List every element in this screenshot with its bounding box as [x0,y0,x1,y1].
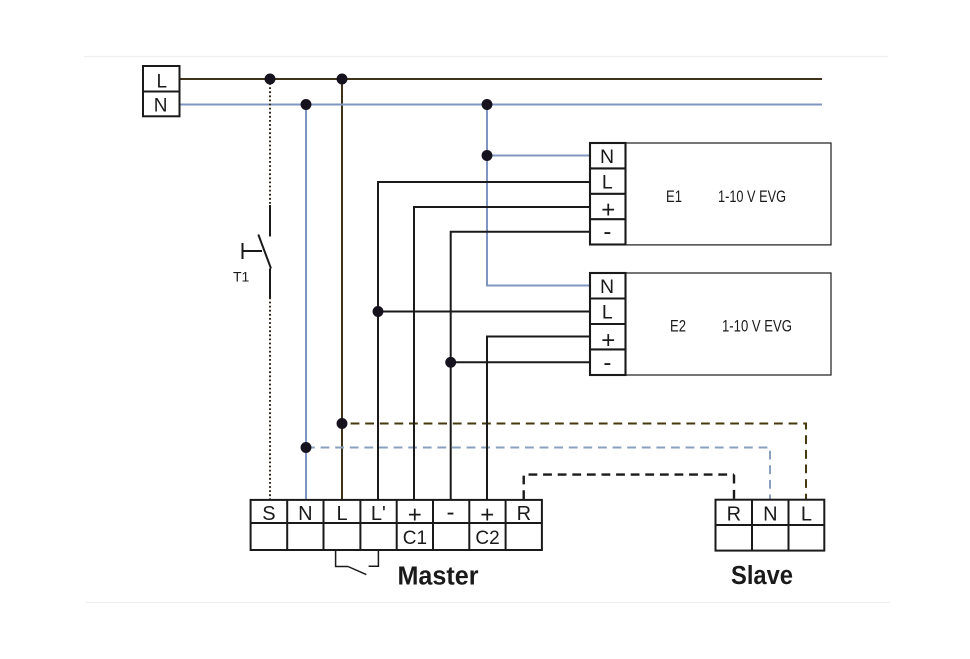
svg-text:Slave: Slave [731,562,793,590]
svg-text:S: S [262,503,275,525]
svg-text:+: + [408,502,422,529]
svg-text:L: L [336,503,347,525]
svg-text:C1: C1 [403,528,427,549]
svg-text:L': L' [371,503,386,525]
svg-text:-: - [603,349,611,376]
svg-text:T1: T1 [233,269,250,285]
svg-text:+: + [480,502,494,529]
svg-text:L: L [602,302,613,324]
svg-text:E1: E1 [666,188,682,206]
svg-text:+: + [601,197,615,224]
svg-text:N: N [600,276,614,298]
svg-text:Master: Master [398,563,479,591]
svg-text:-: - [447,499,455,526]
svg-text:E2: E2 [670,318,686,336]
svg-text:N: N [298,503,312,525]
svg-text:1-10 V EVG: 1-10 V EVG [718,188,786,206]
svg-text:L: L [157,71,168,92]
svg-text:L: L [602,172,613,194]
svg-text:N: N [154,96,168,117]
svg-text:N: N [600,146,614,168]
svg-text:R: R [727,504,741,526]
svg-text:N: N [763,504,777,526]
svg-text:-: - [603,219,611,246]
svg-text:L: L [801,504,812,526]
svg-text:C2: C2 [475,528,499,549]
svg-text:1-10 V EVG: 1-10 V EVG [722,318,792,336]
svg-text:+: + [601,327,615,354]
svg-text:R: R [517,503,531,525]
